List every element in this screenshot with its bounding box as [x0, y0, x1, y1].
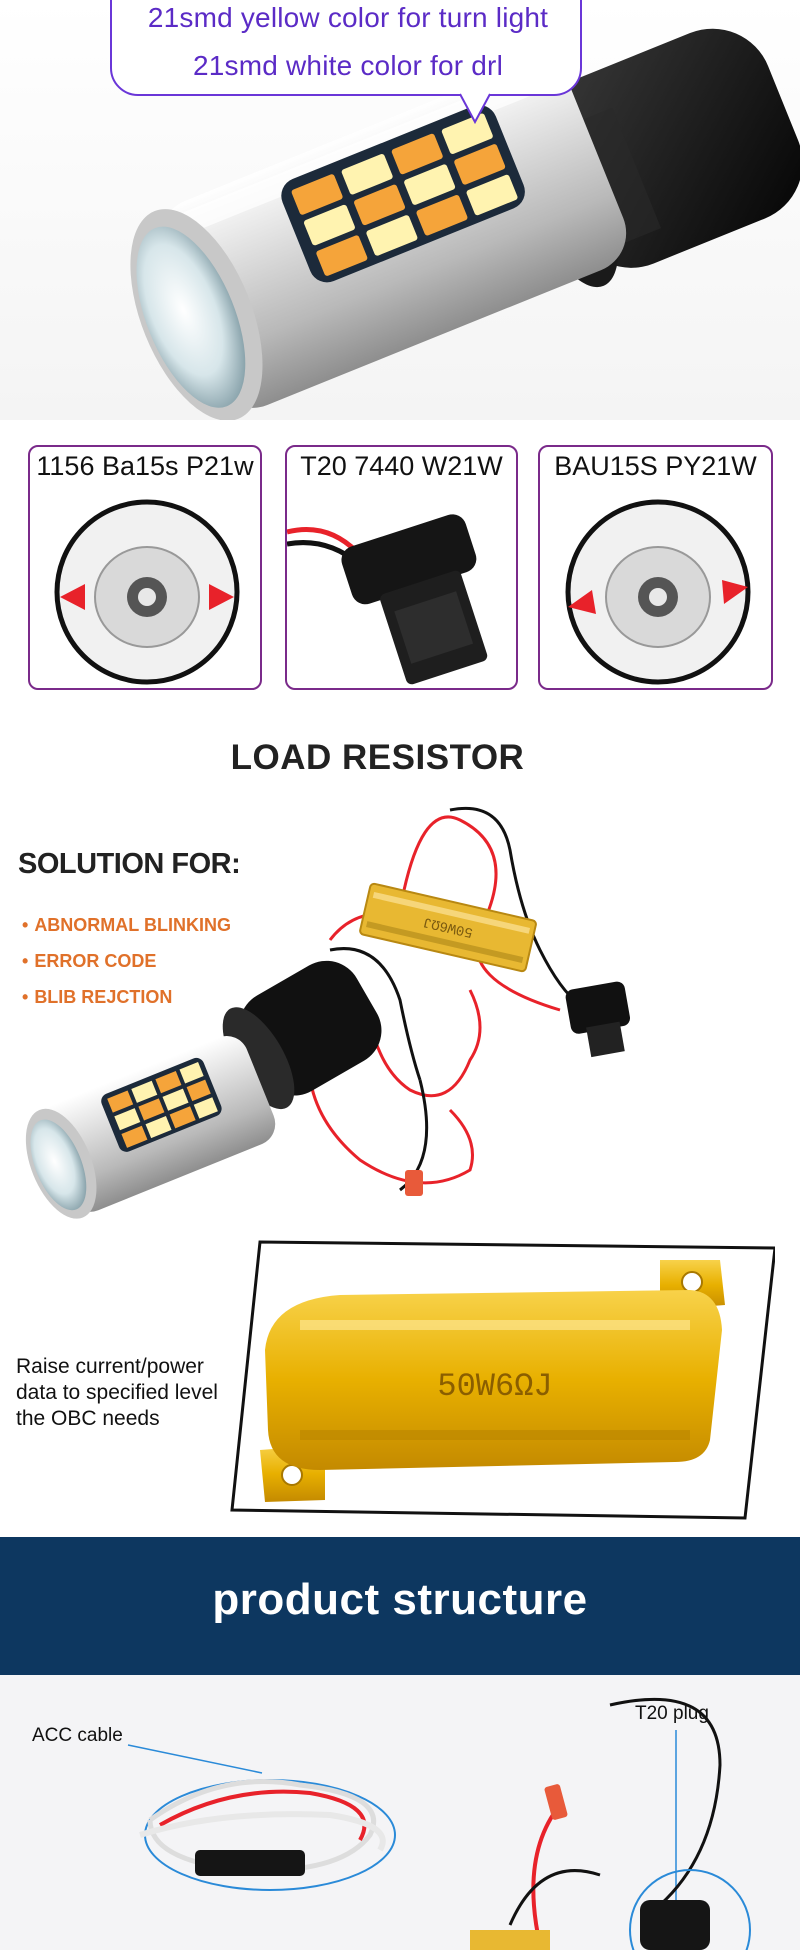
callout-pointer-icon [459, 93, 491, 125]
resistor-closeup-image: 50W6ΩJ [230, 1240, 775, 1520]
solution-bullet: •ERROR CODE [22, 951, 157, 971]
t20-plug-label: T20 plug [635, 1703, 709, 1724]
ba15s-base-image [54, 499, 240, 685]
wiring-photo-image [127, 1697, 751, 1950]
product-structure-banner [0, 1537, 800, 1675]
acc-cable-label: ACC cable [32, 1725, 123, 1746]
solution-bullet: •BLIB REJCTION [22, 987, 173, 1007]
base-type-label: BAU15S PY21W [554, 451, 757, 481]
base-type-label: T20 7440 W21W [300, 451, 503, 481]
structure-photo: ACC cable T20 plug [0, 1675, 800, 1950]
solution-bullet: •ABNORMAL BLINKING [22, 915, 231, 935]
callout-white-text: 21smd white color for drl [192, 50, 503, 81]
base-type-card-1156: 1156 Ba15s P21w [28, 445, 262, 690]
hero-bulb-section: 21smd yellow color for turn light 21smd … [0, 0, 800, 420]
callout-yellow-text: 21smd yellow color for turn light [147, 2, 549, 33]
raise-current-text: Raise current/power data to specified le… [16, 1355, 218, 1430]
load-resistor-title: LOAD RESISTOR [230, 738, 525, 777]
bulb-with-resistor-image: 50W6ΩJ [25, 806, 631, 1219]
product-structure-title: product structure [212, 1575, 588, 1624]
base-type-label: 1156 Ba15s P21w [36, 451, 254, 481]
base-type-card-bau15s: BAU15S PY21W [538, 445, 773, 690]
solution-title: SOLUTION FOR: [18, 848, 241, 880]
resistor-marking-large: 50W6ΩJ [437, 1368, 552, 1405]
base-type-card-t20: T20 7440 W21W [285, 445, 518, 690]
t20-base-image [287, 514, 488, 685]
led-bulb-image [130, 28, 800, 420]
bau15s-base-image [565, 499, 751, 685]
speech-callout: 21smd yellow color for turn light 21smd … [110, 0, 582, 96]
acc-pointer-line [127, 1744, 263, 1774]
